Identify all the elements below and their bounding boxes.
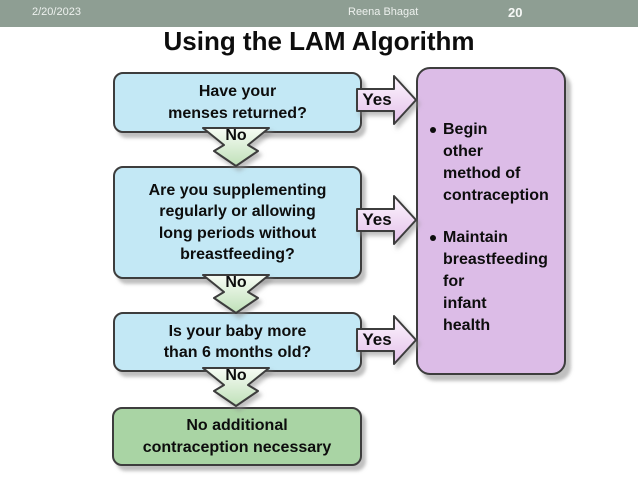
right-arrow-icon (356, 75, 417, 125)
no-arrow-1: No (198, 126, 274, 168)
slide-number: 20 (508, 5, 523, 20)
flowchart-result-box: No additional contraception necessary (112, 407, 362, 466)
no-arrow-3-label: No (225, 367, 247, 384)
yes-arrow-3-label: Yes (362, 330, 392, 349)
right-arrow-icon (356, 315, 417, 365)
outcome-bullet-2: Maintain breastfeeding for infant health (430, 227, 556, 337)
slide-header-bar: 2/20/2023 Reena Bhagat 20 (0, 0, 638, 27)
flowchart-question-2: Are you supplementing regularly or allow… (113, 166, 362, 279)
outcome-bullet-1-text: Begin other method of contraception (443, 121, 549, 204)
no-arrow-3: No (198, 366, 274, 408)
right-arrow-icon (356, 195, 417, 245)
outcome-bullet-2-text: Maintain breastfeeding for infant health (443, 229, 548, 334)
no-arrow-2-label: No (225, 274, 247, 291)
slide-date: 2/20/2023 (32, 6, 81, 18)
no-arrow-2: No (198, 273, 274, 315)
bullet-dot-icon (430, 235, 436, 241)
bullet-dot-icon (430, 127, 436, 133)
no-arrow-1-label: No (225, 127, 247, 144)
yes-arrow-2: Yes (356, 194, 418, 246)
down-arrow-icon (202, 127, 270, 167)
slide-author: Reena Bhagat (348, 6, 419, 18)
flowchart-yes-outcome-box: Begin other method of contraception Main… (416, 67, 566, 375)
yes-arrow-1-label: Yes (362, 90, 392, 109)
down-arrow-icon (202, 274, 270, 314)
yes-arrow-2-label: Yes (362, 210, 392, 229)
yes-arrow-1: Yes (356, 74, 418, 126)
flowchart-question-1: Have your menses returned? (113, 72, 362, 133)
flowchart-question-3: Is your baby more than 6 months old? (113, 312, 362, 372)
down-arrow-icon (202, 367, 270, 407)
slide-title: Using the LAM Algorithm (163, 26, 475, 56)
yes-arrow-3: Yes (356, 314, 418, 366)
outcome-bullet-1: Begin other method of contraception (430, 119, 556, 207)
